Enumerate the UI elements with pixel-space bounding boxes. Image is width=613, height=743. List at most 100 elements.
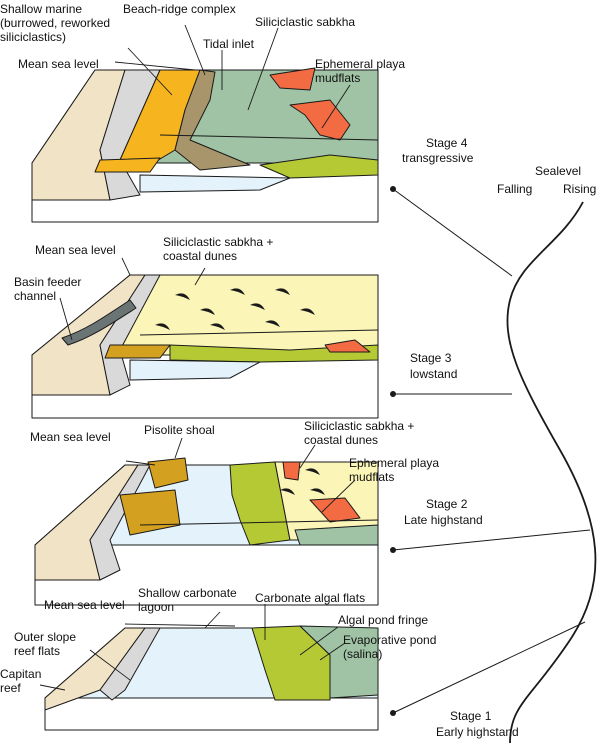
stage2-connector xyxy=(392,529,591,551)
stage1-slope xyxy=(99,627,161,701)
label-line: reef xyxy=(0,681,21,695)
label-line: reef flats xyxy=(14,644,60,658)
stage3-algal-band xyxy=(169,344,379,363)
stage2-slope xyxy=(89,464,151,581)
label-line: mudflats xyxy=(349,470,394,484)
stage3-dot xyxy=(390,391,396,397)
stage2-dot xyxy=(390,547,396,553)
stage3-playa xyxy=(324,339,371,353)
stage1-block xyxy=(44,625,379,731)
stage3-yellow-strip xyxy=(104,344,171,359)
dune xyxy=(175,293,190,300)
stage4-playa-1 xyxy=(269,67,316,91)
stage4-lagoon-strip xyxy=(139,174,291,193)
stage2-pisolite-label: Pisolite shoal xyxy=(144,423,215,437)
dune xyxy=(275,288,290,295)
sealevel-curve-line xyxy=(506,201,597,743)
stage2-block xyxy=(34,457,379,606)
leader xyxy=(124,623,236,627)
label-line: (burrowed, reworked xyxy=(0,16,110,30)
label-line: (salina) xyxy=(343,647,382,661)
stage3-basin-channel xyxy=(61,299,137,346)
stage2-pisolite-1 xyxy=(147,457,189,489)
leader xyxy=(299,626,339,656)
dune xyxy=(210,323,225,330)
stage4-connector xyxy=(392,188,513,277)
leader xyxy=(39,684,66,691)
stage3-sabkha-label: Siliciclastic sabkha +coastal dunes xyxy=(163,235,273,263)
stage4-beach-ridge xyxy=(174,69,251,171)
stage1-algal-flats-label: Carbonate algal flats xyxy=(255,591,365,605)
stage2-sabkha-label: Siliciclastic sabkha +coastal dunes xyxy=(304,419,414,447)
stage2-name: Stage 2 xyxy=(426,497,468,511)
stage4-yellow-strip xyxy=(94,157,161,173)
leader xyxy=(247,27,279,111)
stage3-bedding-line xyxy=(139,329,379,336)
dune xyxy=(155,323,170,330)
stage2-playa-2 xyxy=(309,497,361,523)
stage3-block xyxy=(31,274,379,419)
stage4-algal-band xyxy=(259,154,379,179)
stage4-tidal-inlet-label: Tidal inlet xyxy=(203,37,255,51)
stage3-dunes xyxy=(155,288,315,330)
leader-lines xyxy=(39,24,356,691)
leader xyxy=(89,649,131,681)
dune xyxy=(250,303,265,310)
leader xyxy=(319,642,346,661)
dune xyxy=(230,288,245,295)
label-line: Siliciclastic sabkha + xyxy=(163,235,273,249)
label-line: channel xyxy=(14,289,56,303)
dune xyxy=(265,320,280,327)
label-line: siliciclastics) xyxy=(0,30,66,44)
stage2-desc: Late highstand xyxy=(404,513,483,527)
label-line: mudflats xyxy=(315,71,360,85)
stage1-connector xyxy=(392,621,586,714)
stage4-name: Stage 4 xyxy=(426,136,468,150)
stage1-salina-label: Evaporative pond(salina) xyxy=(343,633,436,661)
sealevel-title: Sealevel xyxy=(535,164,581,178)
sealevel-curve xyxy=(390,186,597,743)
stage1-salina xyxy=(299,625,379,699)
label-line: Shallow marine xyxy=(0,2,82,16)
label-line: Outer slope xyxy=(14,630,76,644)
stage1-name: Stage 1 xyxy=(450,709,492,723)
stage1-msl-label: Mean sea level xyxy=(44,598,125,612)
dune xyxy=(200,308,215,315)
stage3-msl-label: Mean sea level xyxy=(35,243,116,257)
label-line: Siliciclastic sabkha + xyxy=(304,419,414,433)
label-line: Shallow carbonate xyxy=(138,586,237,600)
leader xyxy=(127,47,173,96)
label-line: Capitan xyxy=(0,667,41,681)
label-line: Basin feeder xyxy=(14,275,81,289)
stage2-msl-label: Mean sea level xyxy=(30,430,111,444)
leader xyxy=(204,611,221,629)
stage2-bedding-line xyxy=(139,519,379,526)
leader xyxy=(174,437,183,459)
leader xyxy=(125,460,156,466)
dune xyxy=(305,468,320,475)
label-line: Evaporative pond xyxy=(343,633,436,647)
label-line: coastal dunes xyxy=(163,249,237,263)
stage4-playa-2 xyxy=(289,99,351,141)
label-line: lagoon xyxy=(138,600,174,614)
stage2-green-band xyxy=(294,524,379,546)
stage4-desc: transgressive xyxy=(402,151,474,165)
stage3-name: Stage 3 xyxy=(410,351,452,365)
leader xyxy=(321,84,351,129)
leader xyxy=(194,267,206,286)
dune xyxy=(280,488,295,495)
stage1-dot xyxy=(390,710,396,716)
label-line: coastal dunes xyxy=(304,433,378,447)
sealevel-falling: Falling xyxy=(497,182,532,196)
leader xyxy=(184,24,206,76)
stage2-dunes xyxy=(280,468,325,495)
stage1-block-base xyxy=(44,697,379,731)
label-line: Ephemeral playa xyxy=(349,456,439,470)
sealevel-rising: Rising xyxy=(563,182,596,196)
